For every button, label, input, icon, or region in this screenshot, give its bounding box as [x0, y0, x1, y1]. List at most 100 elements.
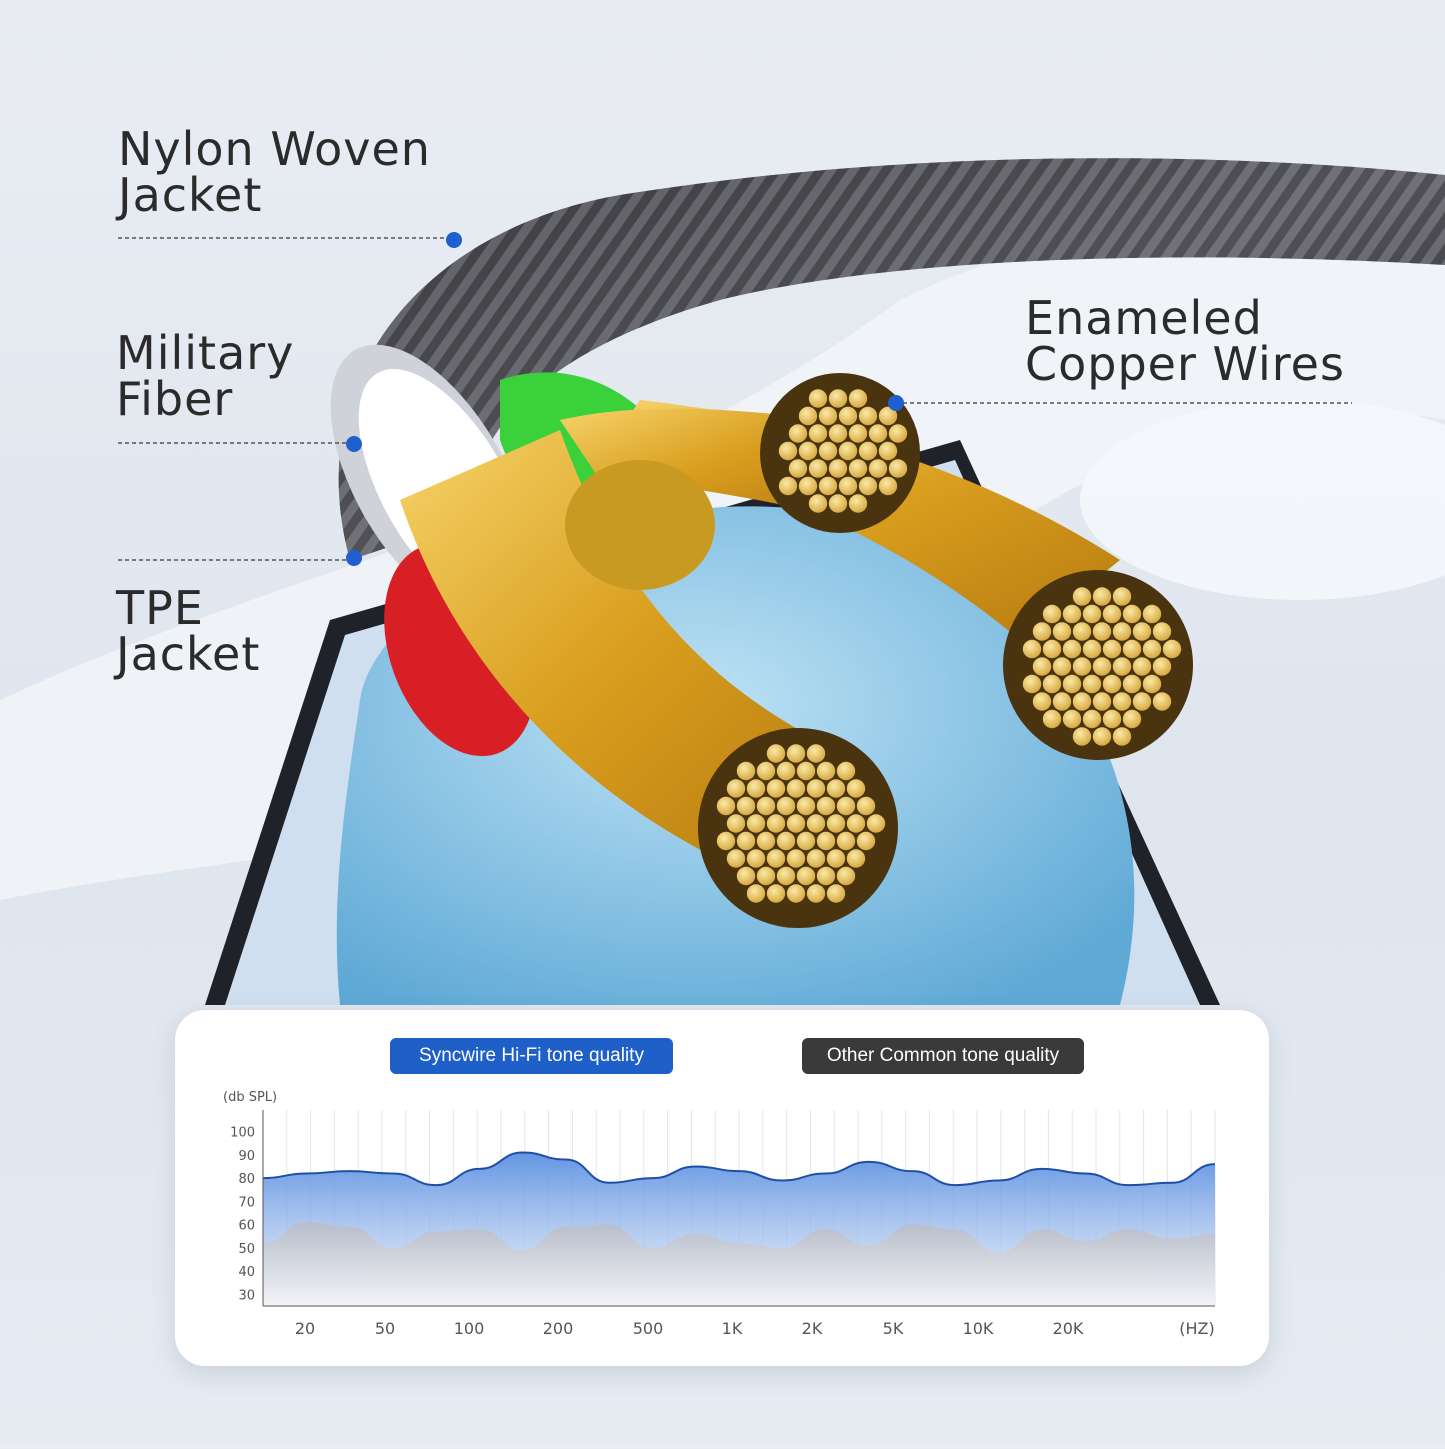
copper-strand	[786, 779, 806, 798]
other-area	[263, 1222, 1215, 1306]
y-tick-label: 50	[238, 1242, 255, 1257]
copper-strand	[736, 796, 756, 816]
copper-strand	[1082, 709, 1102, 729]
x-axis-label: (HZ)	[1179, 1319, 1214, 1338]
copper-strand	[746, 884, 766, 903]
x-tick-label: 10K	[963, 1319, 994, 1338]
copper-strand	[756, 831, 776, 851]
copper-strand	[1152, 692, 1172, 711]
copper-strand	[808, 459, 828, 478]
copper-strand	[816, 761, 836, 781]
copper-strand	[1142, 674, 1162, 694]
copper-strand	[1032, 692, 1052, 711]
copper-strand	[716, 831, 736, 851]
copper-strand	[806, 744, 826, 763]
copper-strand	[826, 849, 846, 868]
copper-strand	[1152, 622, 1172, 641]
copper-strand	[1142, 639, 1162, 659]
copper-strand	[1022, 639, 1042, 659]
copper-strand	[808, 389, 828, 408]
copper-strand	[818, 406, 838, 426]
marker-tpe	[346, 550, 362, 566]
copper-strand	[798, 441, 818, 461]
copper-strand	[818, 476, 838, 496]
copper-strand	[1132, 657, 1152, 676]
copper-strand	[1102, 674, 1122, 694]
copper-strand	[786, 814, 806, 833]
y-tick-label: 30	[238, 1288, 255, 1303]
copper-strand	[1112, 587, 1132, 606]
copper-strand	[786, 884, 806, 903]
copper-strand	[1122, 674, 1142, 694]
copper-strand	[776, 796, 796, 816]
copper-strand	[848, 389, 868, 408]
copper-strand	[1102, 639, 1122, 659]
copper-strand	[1122, 604, 1142, 624]
copper-strand	[806, 814, 826, 833]
copper-strand	[1092, 692, 1112, 711]
marker-nylon	[446, 232, 462, 248]
y-tick-label: 80	[238, 1172, 255, 1187]
copper-strand	[806, 884, 826, 903]
copper-strand	[766, 744, 786, 763]
x-tick-label: 1K	[722, 1319, 743, 1338]
label-nylon-woven-jacket: Nylon Woven Jacket	[118, 122, 431, 222]
copper-strand	[746, 814, 766, 833]
copper-strand	[766, 779, 786, 798]
copper-strand	[818, 441, 838, 461]
copper-strand	[1032, 622, 1052, 641]
copper-strand	[756, 796, 776, 816]
copper-strand	[878, 441, 898, 461]
copper-strand	[866, 814, 886, 833]
copper-strand	[856, 796, 876, 816]
copper-strand	[1042, 674, 1062, 694]
copper-strand	[796, 796, 816, 816]
copper-strand	[846, 779, 866, 798]
copper-strand	[836, 796, 856, 816]
copper-strand	[1052, 692, 1072, 711]
x-tick-label: 50	[375, 1319, 395, 1338]
copper-strand	[1132, 622, 1152, 641]
copper-strand	[1042, 604, 1062, 624]
copper-strand	[816, 866, 836, 886]
copper-strand	[858, 476, 878, 496]
copper-strand	[766, 884, 786, 903]
copper-strand	[786, 744, 806, 763]
copper-strand	[1142, 604, 1162, 624]
copper-strand	[1112, 727, 1132, 746]
copper-strand	[1102, 604, 1122, 624]
copper-strand	[776, 866, 796, 886]
copper-strand	[786, 849, 806, 868]
copper-strand	[888, 424, 908, 443]
copper-strand	[776, 831, 796, 851]
copper-strand	[846, 814, 866, 833]
copper-strand	[806, 779, 826, 798]
copper-strand	[1092, 587, 1112, 606]
copper-strand	[796, 831, 816, 851]
copper-strand	[1132, 692, 1152, 711]
copper-strand	[1072, 727, 1092, 746]
x-tick-label: 100	[454, 1319, 485, 1338]
copper-strand	[766, 849, 786, 868]
copper-strand	[796, 866, 816, 886]
y-tick-label: 60	[238, 1219, 255, 1234]
copper-strand	[836, 831, 856, 851]
copper-strand	[756, 866, 776, 886]
copper-strand	[778, 441, 798, 461]
copper-strand	[836, 761, 856, 781]
label-tpe-jacket: TPE Jacket	[116, 581, 261, 681]
copper-strand	[856, 831, 876, 851]
copper-strand	[1082, 639, 1102, 659]
copper-strand	[806, 849, 826, 868]
copper-strand	[1052, 622, 1072, 641]
legend-other: Other Common tone quality	[802, 1038, 1084, 1074]
y-tick-label: 70	[238, 1195, 255, 1210]
copper-strand	[716, 796, 736, 816]
y-tick-label: 90	[238, 1149, 255, 1164]
copper-strand	[1112, 622, 1132, 641]
copper-strand	[796, 761, 816, 781]
copper-strand	[1062, 674, 1082, 694]
copper-strand	[1062, 604, 1082, 624]
copper-strand	[848, 424, 868, 443]
